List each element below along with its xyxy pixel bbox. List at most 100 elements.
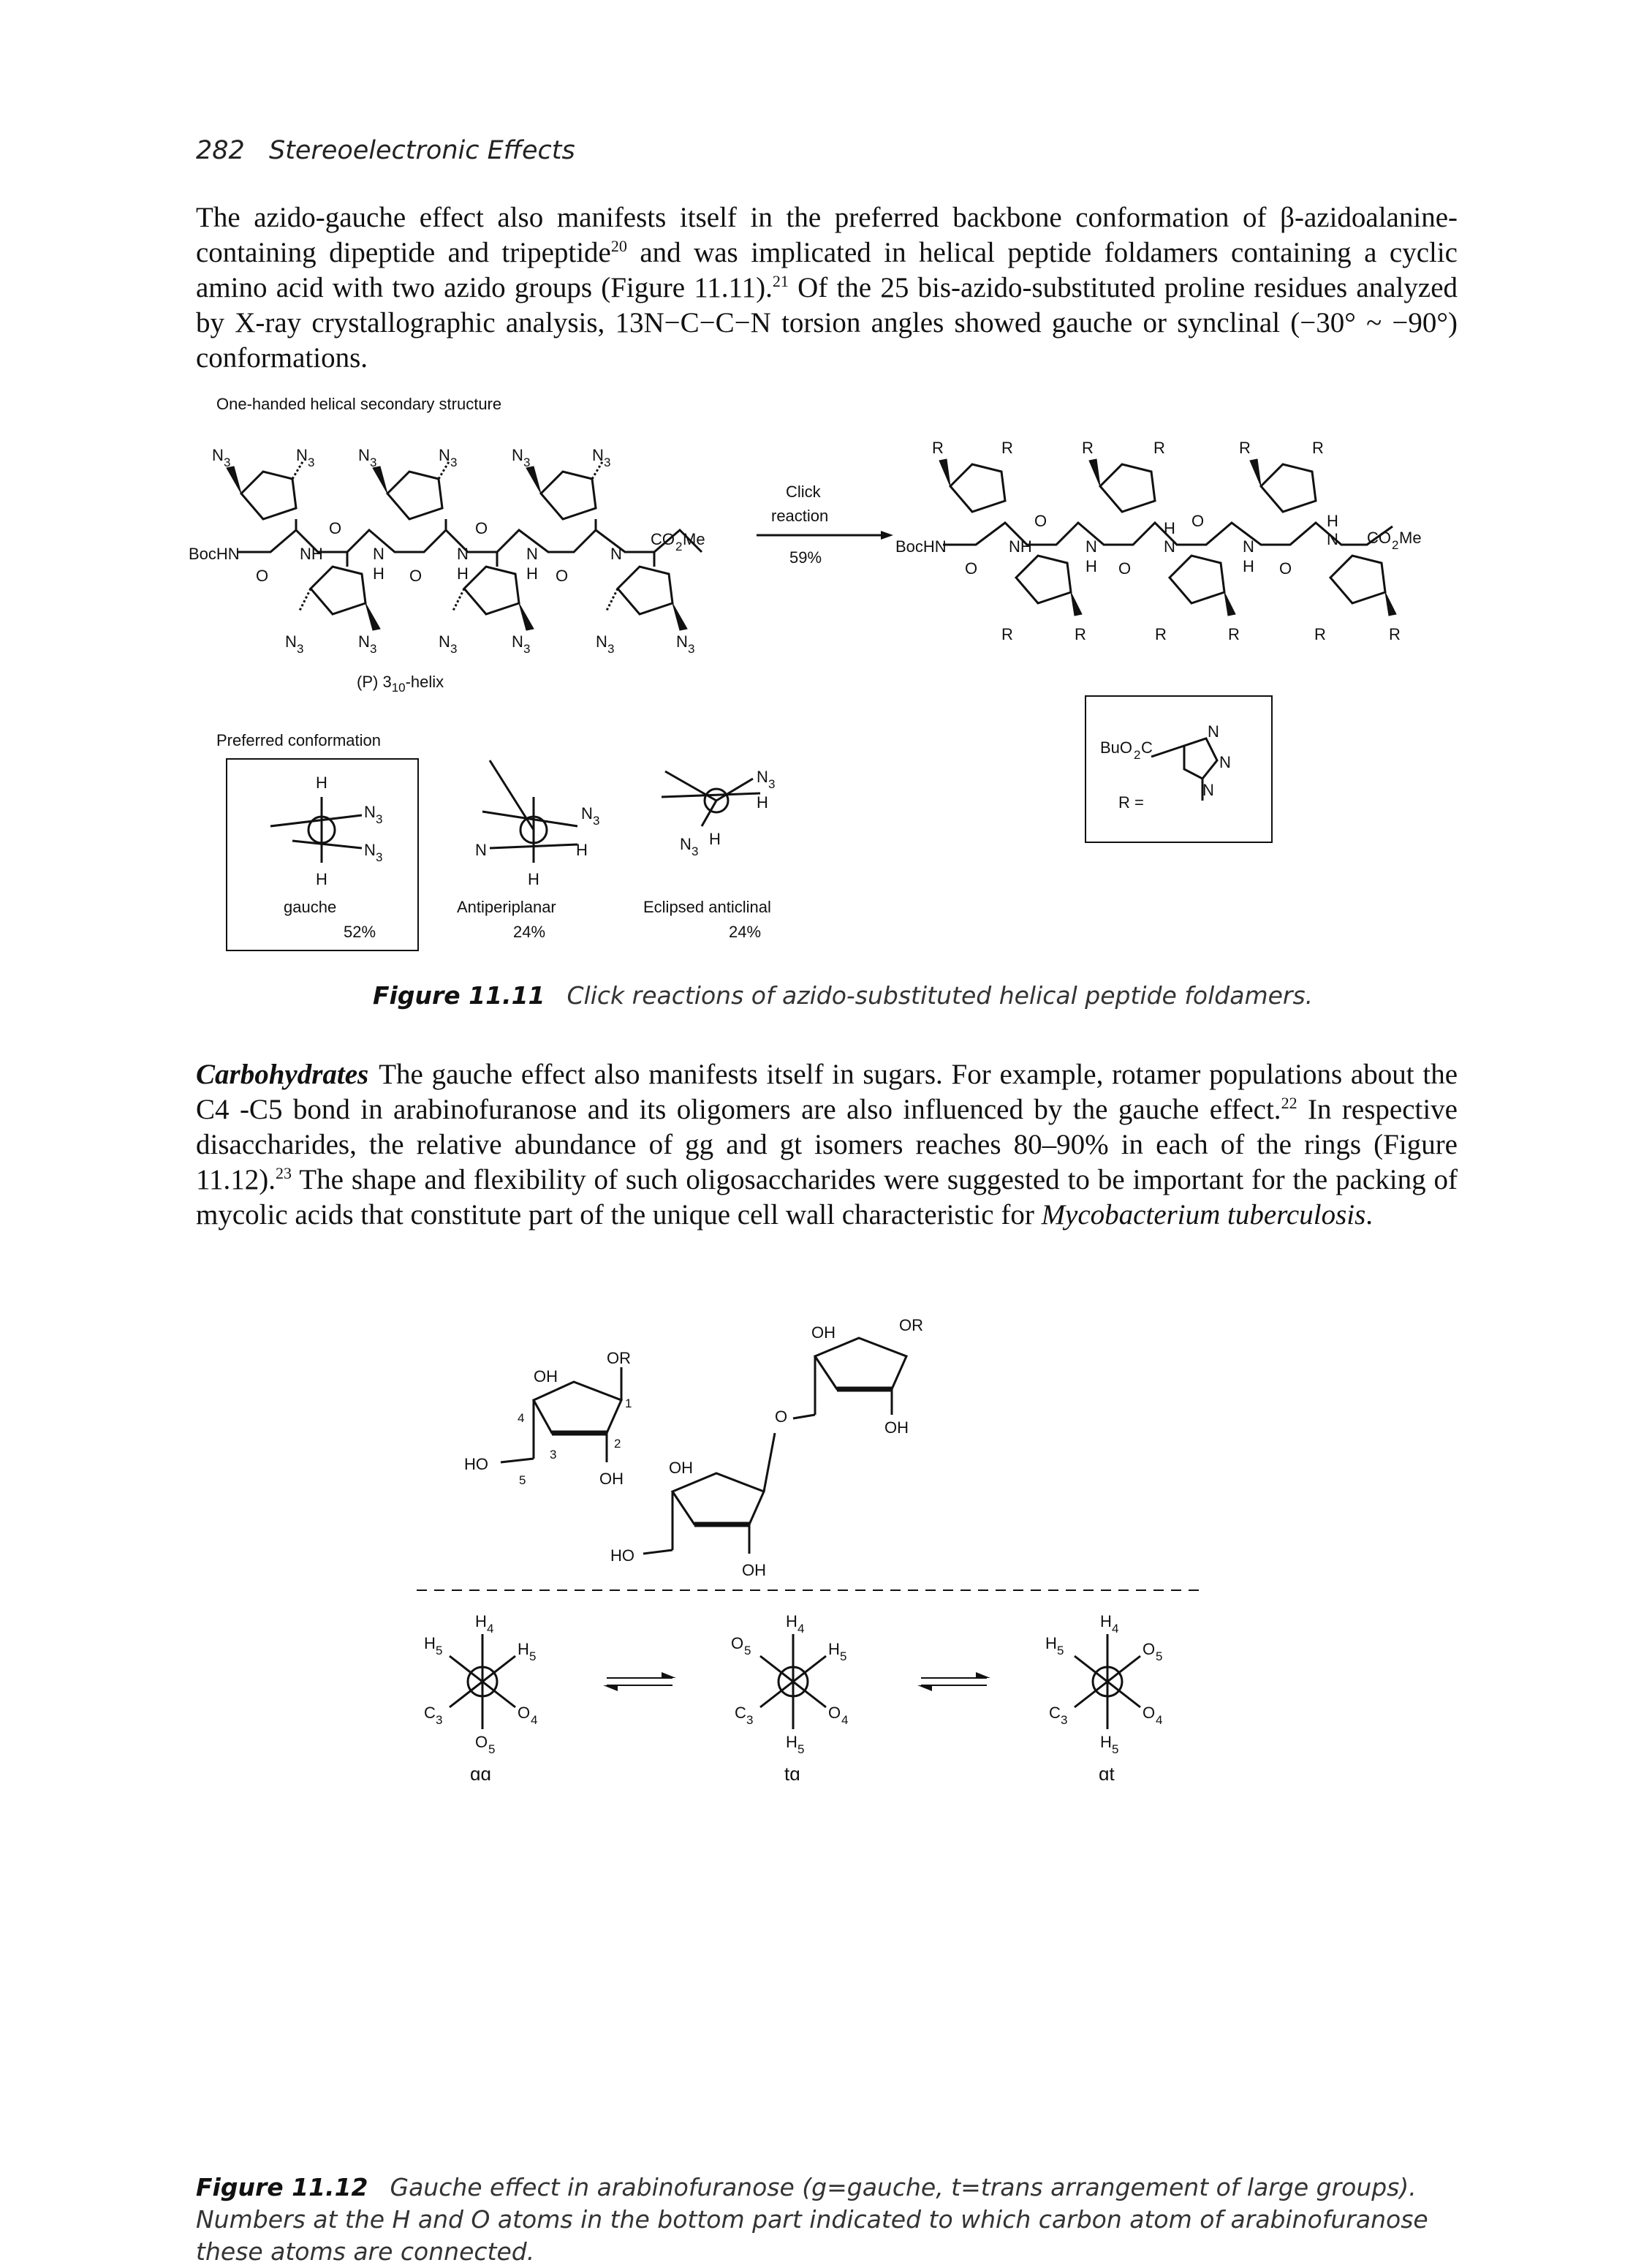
svg-text:CO: CO: [1367, 529, 1391, 547]
svg-text:4: 4: [1156, 1713, 1162, 1727]
r-group-box: [1085, 695, 1273, 843]
svg-text:O: O: [475, 519, 488, 537]
svg-text:NH: NH: [1009, 537, 1032, 556]
svg-text:C: C: [424, 1704, 436, 1722]
arrow-label-click: Click: [786, 483, 822, 501]
svg-text:N: N: [296, 446, 308, 464]
svg-text:O: O: [828, 1704, 841, 1722]
svg-text:N: N: [358, 632, 370, 651]
svg-text:4: 4: [531, 1713, 537, 1727]
svg-text:3: 3: [746, 1713, 753, 1727]
svg-text:OH: OH: [669, 1459, 693, 1477]
svg-text:CO: CO: [651, 530, 675, 548]
preferred-conformation-title: Preferred conformation: [216, 731, 381, 749]
paragraph-1-text-a: The azido-gauche effect also manifests i…: [196, 202, 1458, 268]
svg-text:N: N: [285, 632, 297, 651]
svg-text:BuO: BuO: [1100, 738, 1132, 757]
newman-gt-label: gt: [1099, 1763, 1115, 1780]
svg-text:N: N: [475, 841, 487, 859]
reference-21: 21: [772, 272, 789, 290]
svg-text:N: N: [212, 446, 224, 464]
antiperiplanar-percent: 24%: [513, 923, 545, 941]
svg-text:5: 5: [436, 1644, 442, 1657]
svg-text:N: N: [457, 545, 469, 563]
svg-text:R: R: [1314, 625, 1326, 643]
svg-text:O: O: [1034, 512, 1047, 530]
gauche-percent: 52%: [344, 923, 376, 941]
svg-text:5: 5: [519, 1473, 526, 1487]
figure-11-12-label: Figure 11.12: [196, 2173, 368, 2201]
svg-text:C: C: [1141, 738, 1153, 757]
svg-text:R: R: [1155, 625, 1167, 643]
svg-text:3: 3: [376, 812, 382, 826]
svg-text:H: H: [526, 564, 538, 583]
svg-text:OH: OH: [884, 1418, 909, 1437]
svg-text:3: 3: [450, 456, 457, 469]
svg-text:5: 5: [744, 1644, 751, 1657]
species-name: Mycobacterium tuberculosis: [1041, 1199, 1366, 1231]
svg-text:N: N: [526, 545, 538, 563]
svg-text:3: 3: [550, 1448, 556, 1462]
svg-text:C: C: [735, 1704, 746, 1722]
arrow-label-reaction: reaction: [771, 507, 828, 525]
svg-text:2: 2: [675, 540, 682, 553]
svg-text:3: 3: [436, 1713, 442, 1727]
svg-text:4: 4: [487, 1622, 493, 1636]
svg-text:O: O: [329, 519, 341, 537]
svg-text:OR: OR: [607, 1349, 631, 1367]
svg-text:3: 3: [523, 456, 530, 469]
svg-text:3: 3: [1061, 1713, 1067, 1727]
svg-text:OH: OH: [742, 1561, 766, 1579]
svg-text:H: H: [424, 1634, 436, 1652]
svg-text:3: 3: [692, 844, 698, 858]
svg-text:OH: OH: [534, 1367, 558, 1386]
svg-text:NH: NH: [300, 545, 323, 563]
svg-text:O: O: [1143, 1640, 1155, 1658]
svg-text:R: R: [1153, 439, 1165, 457]
antiperiplanar-label: Antiperiplanar: [457, 898, 556, 916]
r-equals-label: R =: [1118, 793, 1144, 812]
figure-11-12-caption-sentence: Gauche effect in arabinofuranose (g=gauc…: [196, 2173, 1428, 2266]
svg-text:O: O: [1191, 512, 1204, 530]
svg-text:R: R: [1082, 439, 1094, 457]
svg-text:H: H: [475, 1612, 487, 1630]
svg-text:R: R: [1239, 439, 1251, 457]
paragraph-2-text-a: The gauche effect also manifests itself …: [196, 1059, 1458, 1125]
figure-11-11: One-handed helical secondary structure N…: [189, 395, 1422, 951]
equilibrium-arrow-2: [917, 1672, 990, 1691]
svg-text:N: N: [676, 632, 688, 651]
svg-text:N: N: [1164, 537, 1175, 556]
reference-22: 22: [1281, 1094, 1297, 1112]
svg-text:N: N: [596, 632, 607, 651]
svg-text:H: H: [316, 774, 327, 792]
svg-text:2: 2: [614, 1437, 621, 1451]
svg-text:2: 2: [1134, 748, 1140, 762]
running-title: Stereoelectronic Effects: [268, 136, 575, 165]
svg-text:N: N: [1243, 537, 1254, 556]
svg-text:H: H: [709, 830, 721, 848]
svg-text:3: 3: [308, 456, 314, 469]
svg-text:N: N: [512, 446, 523, 464]
svg-text:5: 5: [529, 1649, 536, 1663]
gauche-box: [226, 758, 419, 951]
newman-gg-label: gg: [470, 1763, 491, 1780]
svg-text:O: O: [556, 567, 568, 585]
svg-text:BocHN: BocHN: [189, 545, 240, 563]
svg-text:2: 2: [1392, 538, 1398, 552]
svg-text:OH: OH: [811, 1323, 836, 1342]
paragraph-2-text-c: The shape and flexibility of such oligos…: [196, 1164, 1458, 1231]
svg-text:H: H: [1100, 1733, 1112, 1751]
svg-text:N: N: [680, 835, 692, 853]
svg-text:H: H: [1085, 557, 1097, 575]
triazole-peptide-structure: [939, 458, 1397, 616]
svg-text:3: 3: [688, 642, 694, 656]
svg-text:R: R: [1228, 625, 1240, 643]
svg-text:O: O: [1143, 1704, 1155, 1722]
svg-text:N: N: [1327, 530, 1338, 548]
